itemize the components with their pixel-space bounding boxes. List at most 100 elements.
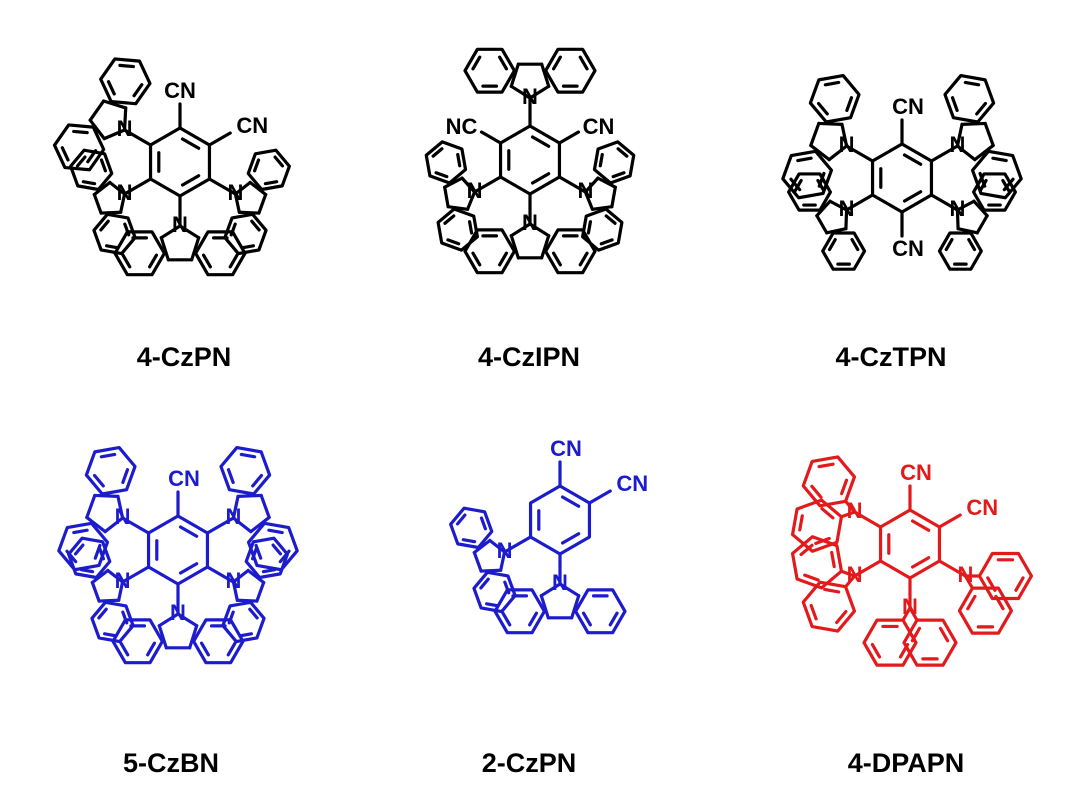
caption-4-czipn: 4-CzIPN — [477, 342, 580, 372]
double-bond — [809, 603, 818, 621]
bond — [844, 208, 849, 231]
phenyl-ring — [862, 618, 918, 667]
double-bond — [803, 573, 820, 582]
double-bond — [251, 473, 264, 488]
bond — [509, 62, 520, 88]
carbazole-ring — [84, 445, 137, 496]
caption-2-czpn: 2-CzPN — [481, 748, 577, 778]
double-bond — [581, 611, 592, 627]
carbazole-group: N — [57, 445, 137, 572]
bond — [120, 565, 151, 584]
carbazole-ring — [781, 149, 834, 200]
double-bond — [446, 238, 461, 246]
double-bond — [817, 462, 835, 469]
bond — [983, 121, 995, 148]
bond — [479, 130, 503, 145]
bond — [92, 192, 103, 215]
double-bond — [81, 180, 97, 186]
double-bond — [461, 538, 477, 544]
nitrogen-label: N — [839, 132, 855, 157]
double-bond — [845, 96, 854, 113]
bond — [825, 227, 848, 235]
bond — [159, 236, 170, 262]
bond — [583, 190, 595, 211]
carbazole-ring — [787, 172, 833, 212]
double-bond — [273, 155, 285, 168]
bond — [839, 510, 857, 519]
nitrogen-label: N — [225, 568, 241, 593]
bond — [488, 538, 507, 554]
double-bond — [267, 528, 284, 535]
double-bond — [132, 83, 144, 98]
double-bond — [938, 626, 950, 643]
double-bond — [148, 253, 159, 269]
double-bond — [967, 238, 977, 252]
double-bond — [816, 178, 826, 193]
cyano-label: NC — [446, 114, 478, 139]
double-bond — [796, 156, 813, 163]
double-bond — [501, 611, 512, 627]
bond — [839, 569, 857, 578]
bond — [85, 515, 107, 534]
bond — [207, 177, 238, 196]
double-bond — [239, 452, 257, 459]
double-bond — [835, 610, 848, 625]
double-bond — [850, 238, 860, 252]
double-bond — [966, 594, 977, 611]
bond — [844, 193, 875, 212]
double-bond — [178, 562, 199, 575]
bond — [528, 222, 551, 238]
bond — [540, 62, 551, 88]
carbazole-group: N — [113, 212, 247, 277]
double-bond — [910, 626, 922, 643]
cyano-label: CN — [966, 495, 998, 520]
bond — [590, 205, 614, 211]
phenyl-ring — [790, 535, 844, 590]
bond — [844, 144, 875, 163]
nitrogen-label: N — [497, 538, 513, 563]
double-bond — [199, 641, 210, 657]
double-bond — [975, 101, 988, 116]
carbazole-ring — [573, 588, 627, 635]
bond — [460, 176, 477, 194]
carbazole-ring — [592, 140, 636, 185]
cyano-label: CN — [236, 113, 268, 138]
bond — [509, 222, 532, 238]
double-bond — [248, 607, 259, 620]
bond — [929, 193, 960, 212]
nitrogen-label: N — [225, 504, 241, 529]
double-bond — [485, 602, 500, 608]
bond — [255, 580, 266, 603]
bond — [257, 192, 268, 215]
bond — [205, 565, 236, 584]
double-bond — [455, 513, 467, 526]
double-bond — [528, 611, 539, 627]
nitrogen-label: N — [949, 196, 965, 221]
bond — [90, 580, 101, 603]
double-bond — [99, 219, 110, 232]
double-bond — [99, 452, 117, 459]
cyano-label: CN — [583, 114, 615, 139]
nitrogen-label: N — [552, 570, 568, 595]
double-bond — [816, 101, 829, 116]
bond — [231, 568, 250, 584]
bond — [102, 128, 127, 141]
carbazole-ring — [52, 123, 106, 172]
carbazole-ring — [424, 140, 468, 185]
bond — [99, 210, 123, 215]
bond — [955, 199, 976, 212]
double-bond — [599, 238, 614, 246]
bond — [231, 580, 239, 602]
double-bond — [238, 632, 253, 638]
double-bond — [560, 532, 581, 545]
bond — [840, 122, 849, 148]
double-bond — [92, 473, 105, 488]
nitrogen-label: N — [839, 196, 855, 221]
double-bond — [551, 251, 562, 267]
double-bond — [226, 641, 237, 657]
double-bond — [950, 96, 959, 113]
bond — [207, 131, 232, 147]
